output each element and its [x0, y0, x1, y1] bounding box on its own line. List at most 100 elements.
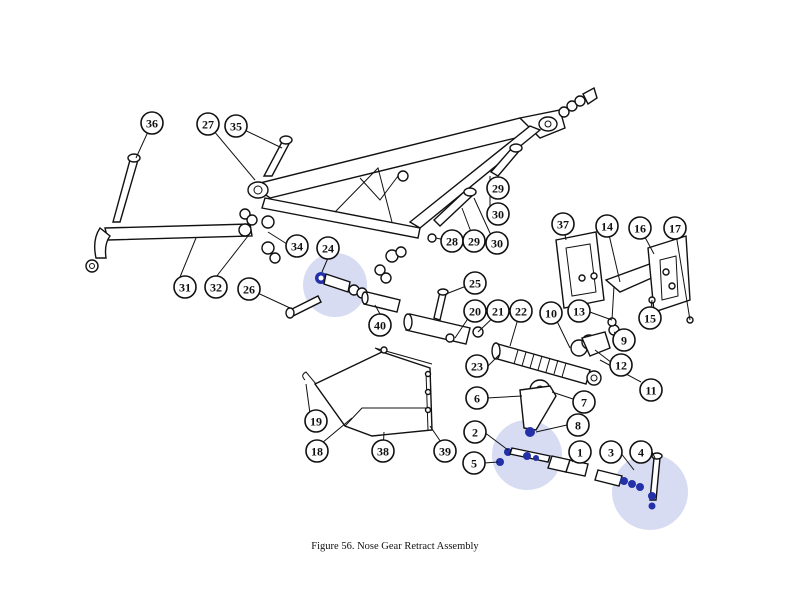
- callout-9: 9: [612, 328, 636, 352]
- bolt-26: [285, 295, 322, 319]
- callout-16: 16: [628, 216, 652, 240]
- svg-text:32: 32: [210, 281, 222, 295]
- callout-2: 2: [463, 420, 487, 444]
- figure-caption: Figure 56. Nose Gear Retract Assembly: [311, 541, 479, 552]
- callout-5: 5: [462, 451, 486, 475]
- svg-text:8: 8: [575, 419, 581, 433]
- callout-13: 13: [567, 299, 591, 323]
- svg-text:17: 17: [669, 222, 681, 236]
- callout-29-upper: 29: [486, 176, 510, 200]
- callout-12: 12: [609, 353, 633, 377]
- svg-text:22: 22: [515, 305, 527, 319]
- callout-15: 15: [638, 306, 662, 330]
- callout-4: 4: [629, 440, 653, 464]
- svg-text:25: 25: [469, 277, 481, 291]
- callout-7: 7: [572, 390, 596, 414]
- callout-32: 32: [204, 275, 228, 299]
- svg-text:9: 9: [621, 334, 627, 348]
- callout-23: 23: [465, 354, 489, 378]
- svg-text:16: 16: [634, 222, 646, 236]
- tube-20-21: [403, 313, 484, 345]
- lower-arm: [85, 223, 253, 273]
- callout-8: 8: [566, 413, 590, 437]
- svg-text:29: 29: [468, 235, 480, 249]
- svg-text:39: 39: [439, 445, 451, 459]
- svg-text:35: 35: [230, 120, 242, 134]
- bolt-36: [112, 153, 141, 223]
- svg-text:6: 6: [474, 392, 480, 406]
- svg-text:23: 23: [471, 360, 483, 374]
- callout-3: 3: [599, 440, 623, 464]
- callout-30-upper: 30: [486, 202, 510, 226]
- svg-text:40: 40: [374, 319, 386, 333]
- svg-text:14: 14: [601, 220, 613, 234]
- link-rod-2-5: [496, 447, 589, 477]
- callout-26: 26: [237, 277, 261, 301]
- bellcrank-assembly: [570, 324, 620, 357]
- plate-37: [555, 231, 605, 309]
- tube-40: [361, 291, 401, 313]
- callout-40: 40: [368, 313, 392, 337]
- svg-text:3: 3: [608, 446, 614, 460]
- bolt-29: [432, 143, 523, 227]
- rod-end-24: [315, 272, 368, 299]
- svg-text:11: 11: [645, 384, 656, 398]
- callout-18: 18: [305, 439, 329, 463]
- svg-text:31: 31: [179, 281, 191, 295]
- callout-19: 19: [304, 409, 328, 433]
- callout-10: 10: [539, 301, 563, 325]
- callout-29-lower: 29: [462, 229, 486, 253]
- svg-text:26: 26: [243, 283, 255, 297]
- spring-strut-22: [491, 342, 602, 386]
- svg-text:36: 36: [146, 117, 158, 131]
- svg-text:10: 10: [545, 307, 557, 321]
- svg-text:5: 5: [471, 457, 477, 471]
- svg-text:18: 18: [311, 445, 323, 459]
- hardware-washers-nuts: [239, 170, 437, 284]
- bolt-25: [433, 288, 449, 321]
- callout-20: 20: [463, 299, 487, 323]
- callout-35: 35: [224, 114, 248, 138]
- callout-1: 1: [568, 440, 592, 464]
- bolt-35: [262, 135, 293, 177]
- cover-18: [302, 346, 433, 437]
- link-3-4: [620, 452, 663, 510]
- callout-30-lower: 30: [485, 231, 509, 255]
- svg-text:2: 2: [472, 426, 478, 440]
- callout-27: 27: [196, 112, 220, 136]
- svg-text:28: 28: [446, 235, 458, 249]
- svg-text:1: 1: [577, 446, 583, 460]
- svg-text:27: 27: [202, 118, 214, 132]
- callout-11: 11: [639, 378, 663, 402]
- callout-28: 28: [440, 229, 464, 253]
- callout-21: 21: [486, 299, 510, 323]
- callout-24: 24: [316, 236, 340, 260]
- a-frame-assembly: [247, 86, 598, 239]
- svg-text:4: 4: [638, 446, 644, 460]
- svg-text:12: 12: [615, 359, 627, 373]
- idler-arm-6-7: [519, 379, 557, 437]
- callout-14: 14: [595, 214, 619, 238]
- svg-text:29: 29: [492, 182, 504, 196]
- callout-22: 22: [509, 299, 533, 323]
- svg-text:30: 30: [491, 237, 503, 251]
- callout-31: 31: [173, 275, 197, 299]
- svg-text:19: 19: [310, 415, 322, 429]
- svg-text:38: 38: [377, 445, 389, 459]
- svg-text:30: 30: [492, 208, 504, 222]
- callout-25: 25: [463, 271, 487, 295]
- svg-text:37: 37: [557, 218, 569, 232]
- svg-text:13: 13: [573, 305, 585, 319]
- highlight-zone-links-3-4: [612, 454, 688, 530]
- svg-text:7: 7: [581, 396, 587, 410]
- callout-36: 36: [140, 111, 164, 135]
- callout-6: 6: [465, 386, 489, 410]
- callout-39: 39: [433, 439, 457, 463]
- svg-text:21: 21: [492, 305, 504, 319]
- callout-34: 34: [285, 234, 309, 258]
- svg-text:24: 24: [322, 242, 334, 256]
- tube-1: [594, 469, 623, 487]
- svg-text:20: 20: [469, 305, 481, 319]
